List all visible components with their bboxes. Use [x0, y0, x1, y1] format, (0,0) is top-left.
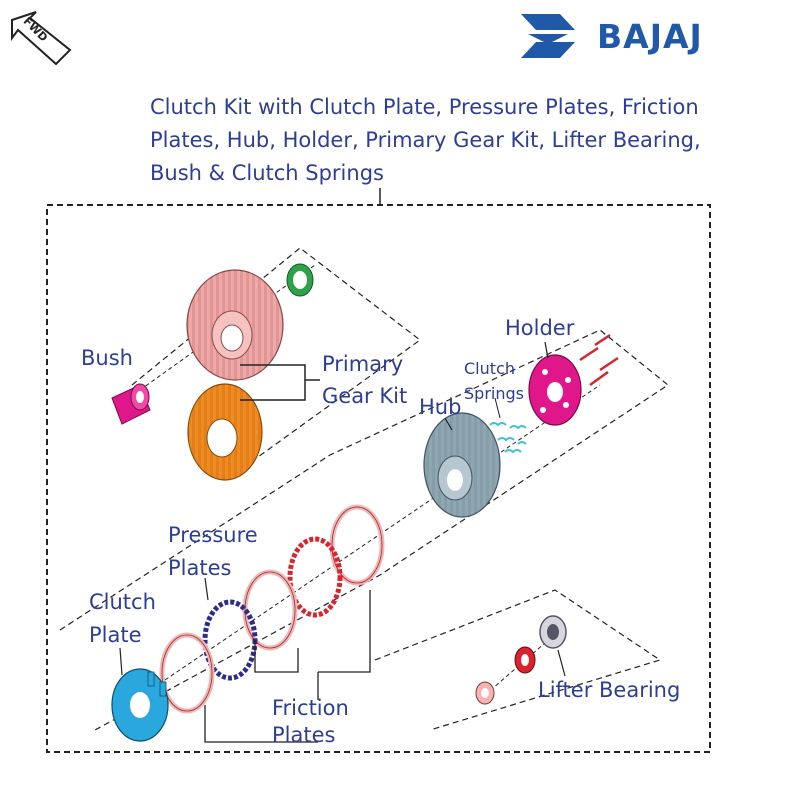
label-friction: Friction — [272, 696, 349, 720]
label-gear-kit: Gear Kit — [322, 384, 408, 408]
friction-plate-4 — [329, 504, 385, 586]
friction-plates-leader — [204, 705, 318, 743]
lifter-seal — [514, 646, 536, 674]
label-pressure-plates: Plates — [168, 556, 232, 580]
label-clutch: Clutch — [89, 590, 156, 614]
label-clutch-springs-1: Clutch — [464, 359, 515, 378]
primary-gear-kit-leader — [240, 364, 306, 401]
diagram-title-line-3: Bush & Clutch Springs — [150, 161, 384, 185]
bajaj-brand-name: BAJAJ — [597, 17, 703, 56]
friction-plate-3 — [242, 569, 298, 651]
fwd-arrow-icon — [11, 11, 72, 66]
bajaj-logo-icon — [521, 14, 575, 58]
label-bush: Bush — [81, 346, 133, 370]
diagram-title-line-2: Plates, Hub, Holder, Primary Gear Kit, L… — [150, 128, 701, 152]
clutch-holder — [528, 354, 582, 426]
label-hub: Hub — [419, 395, 462, 419]
label-primary: Primary — [322, 352, 404, 376]
label-pressure: Pressure — [168, 523, 258, 547]
friction-plate-1 — [159, 632, 215, 714]
primary-gear-housing — [186, 269, 284, 381]
primary-gear-group-outline — [131, 247, 422, 471]
pressure-plate-red — [287, 536, 343, 618]
diagram-title-line-1: Clutch Kit with Clutch Plate, Pressure P… — [150, 95, 699, 119]
clutch-springs — [489, 422, 527, 454]
lifter-washer — [475, 681, 495, 705]
primary-gear — [187, 383, 263, 481]
holder-bolts — [579, 333, 619, 387]
thrust-washer — [286, 263, 314, 297]
label-friction-plates: Plates — [272, 723, 336, 747]
clutch-plate-part — [111, 668, 169, 742]
label-clutch-springs-2: Springs — [464, 384, 524, 403]
clutch-hub — [423, 412, 501, 518]
kit-outline-box — [46, 204, 711, 753]
label-lifter-bearing: Lifter Bearing — [538, 678, 681, 702]
label-holder: Holder — [505, 316, 575, 340]
bush-part — [111, 383, 151, 425]
label-clutch-plate: Plate — [89, 623, 142, 647]
lifter-bearing-part — [539, 615, 567, 649]
